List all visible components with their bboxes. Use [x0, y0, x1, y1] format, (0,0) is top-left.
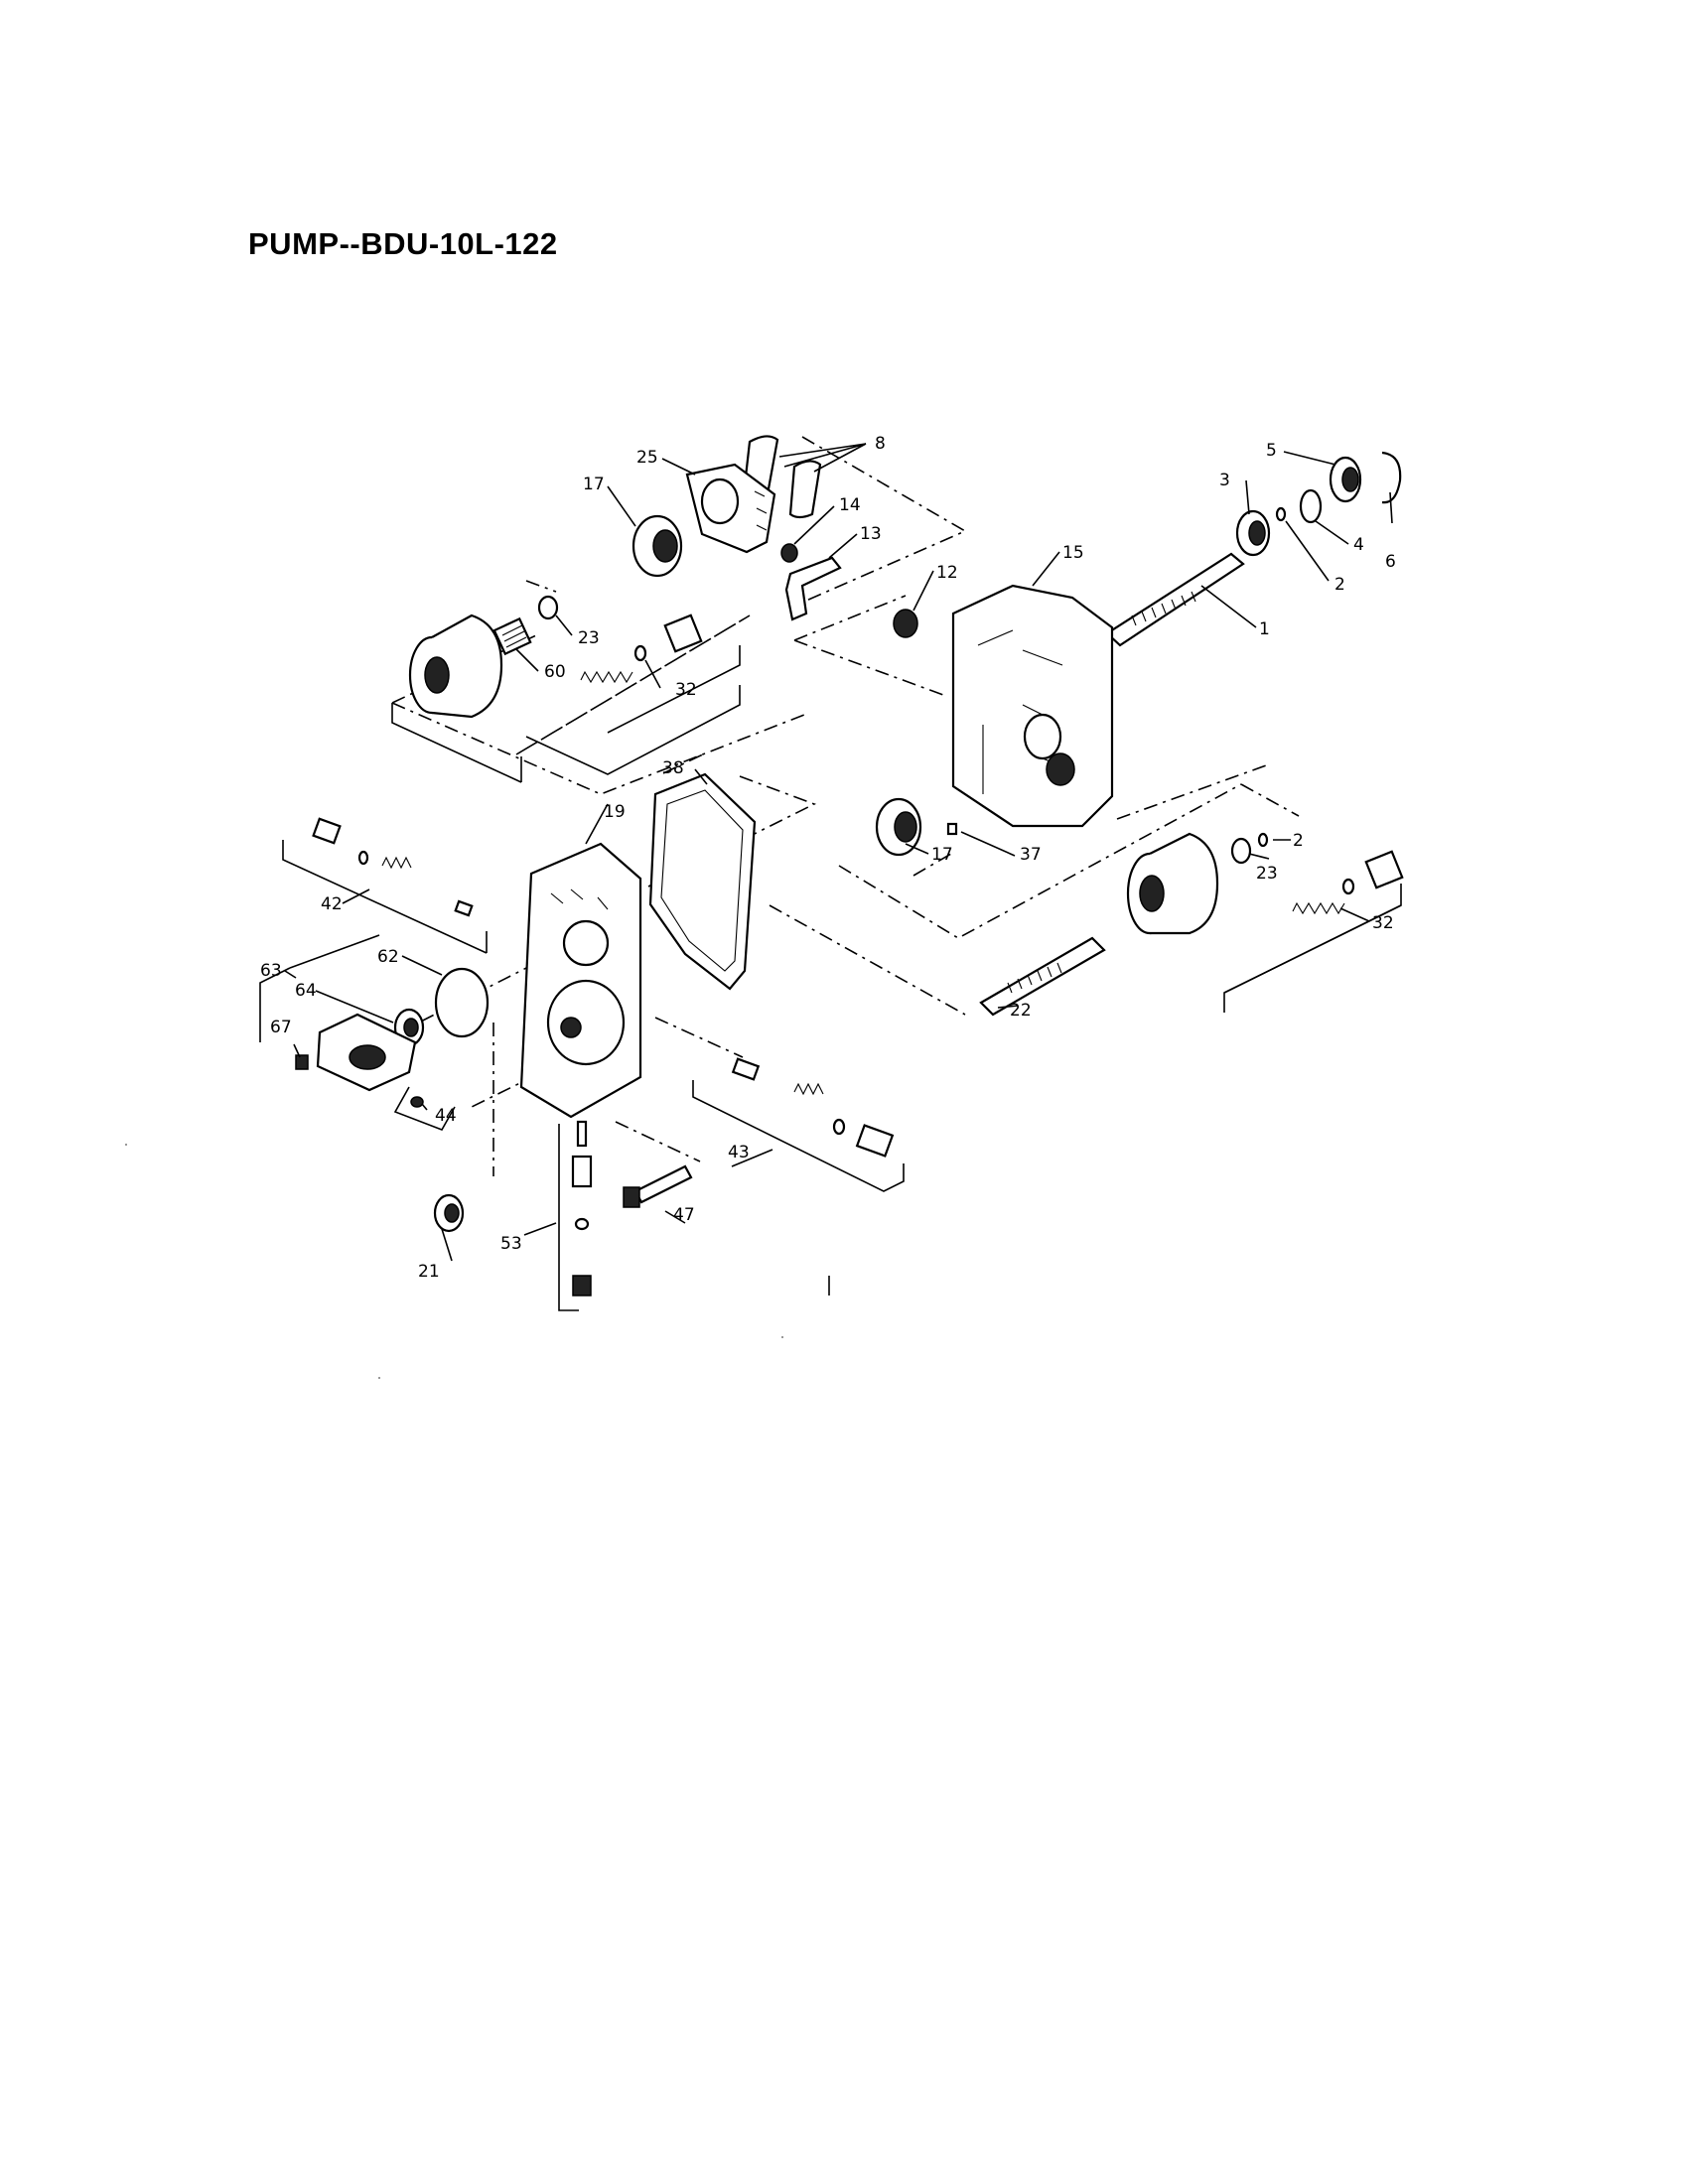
part-22-shaft: [979, 936, 1106, 1017]
scan-specks: [125, 1144, 783, 1379]
part-2-o-ring-upper: [1275, 506, 1287, 522]
label-part-25: 25: [636, 448, 658, 468]
label-part-32: 32: [675, 680, 697, 700]
label-part-42: 42: [321, 894, 343, 914]
part-53-bypass-valve: [571, 1120, 593, 1297]
part-14-seal: [780, 543, 798, 563]
part-15-main-housing: [951, 584, 1114, 828]
label-part-2: 2: [1334, 575, 1345, 595]
label-part-60: 60: [544, 662, 566, 682]
label-part-15: 15: [1062, 543, 1084, 563]
part-62-o-ring: [434, 967, 490, 1038]
part-23-washer-upper: [537, 595, 559, 620]
cylinder-block-lower: [1126, 832, 1219, 935]
part-43-valve-lower: [731, 1057, 895, 1158]
label-part-5: 5: [1266, 441, 1277, 461]
label-part-23-lower: 23: [1256, 864, 1278, 884]
cylinder-block-upper: [408, 614, 503, 719]
part-17-bearing-lower: [875, 797, 922, 857]
part-3-bearing: [1235, 509, 1271, 557]
part-12-seal: [893, 609, 918, 638]
label-part-37: 37: [1020, 845, 1042, 865]
label-part-8: 8: [875, 434, 886, 454]
label-part-17: 17: [583, 475, 605, 494]
part-2-o-ring-lower: [1257, 832, 1269, 848]
label-part-12: 12: [936, 563, 958, 583]
label-part-64: 64: [295, 981, 317, 1001]
part-47-bolt: [623, 1164, 693, 1208]
label-part-3: 3: [1219, 471, 1230, 490]
label-part-14: 14: [839, 495, 861, 515]
label-part-44: 44: [435, 1106, 457, 1126]
label-part-1: 1: [1259, 619, 1270, 639]
label-part-19: 19: [604, 802, 626, 822]
label-part-38: 38: [662, 758, 684, 778]
label-part-32-lower: 32: [1372, 913, 1394, 933]
label-part-43: 43: [728, 1143, 750, 1162]
page-title: PUMP--BDU-10L-122: [248, 226, 558, 261]
part-5-seal: [1329, 456, 1362, 503]
label-part-4: 4: [1353, 535, 1364, 555]
label-part-22: 22: [1010, 1001, 1032, 1021]
part-23-washer-lower: [1230, 837, 1252, 865]
part-19-center-section: [519, 842, 642, 1119]
part-67-screw: [295, 1054, 309, 1070]
label-part-62: 62: [377, 947, 399, 967]
part-44-orifice: [410, 1096, 424, 1108]
part-21-seal: [433, 1193, 465, 1233]
part-13-trunnion-arm: [784, 556, 842, 621]
part-32-check-lower: [1292, 850, 1404, 915]
part-38-gasket: [648, 772, 757, 991]
part-63-cover-plate: [316, 1013, 417, 1092]
label-part-17-lower: 17: [931, 845, 953, 865]
part-number-labels: 8 25 17 14 13 5 3 4 2 6 15 12 1 23 60 32…: [260, 434, 1396, 1282]
part-25-swashplate: [685, 463, 776, 554]
label-part-47: 47: [673, 1205, 695, 1225]
label-part-13: 13: [860, 524, 882, 544]
part-17-bearing-upper: [632, 514, 683, 578]
part-4-washer: [1299, 488, 1323, 524]
label-part-67: 67: [270, 1018, 292, 1037]
part-6-retaining-ring: [1381, 451, 1402, 504]
label-part-23: 23: [578, 628, 600, 648]
part-1-input-shaft: [1105, 552, 1245, 647]
subassembly-brackets: [259, 645, 1402, 1311]
leader-lines: [284, 443, 1393, 1262]
label-part-2-lower: 2: [1293, 831, 1304, 851]
part-42-valve-upper: [312, 817, 474, 917]
part-60-spring-upper: [492, 616, 532, 656]
label-part-53: 53: [500, 1234, 522, 1254]
label-part-6: 6: [1385, 552, 1396, 572]
label-part-63: 63: [260, 961, 282, 981]
part-32-check-upper: [580, 614, 703, 684]
part-37-pin: [946, 822, 958, 836]
label-part-21: 21: [418, 1262, 440, 1282]
